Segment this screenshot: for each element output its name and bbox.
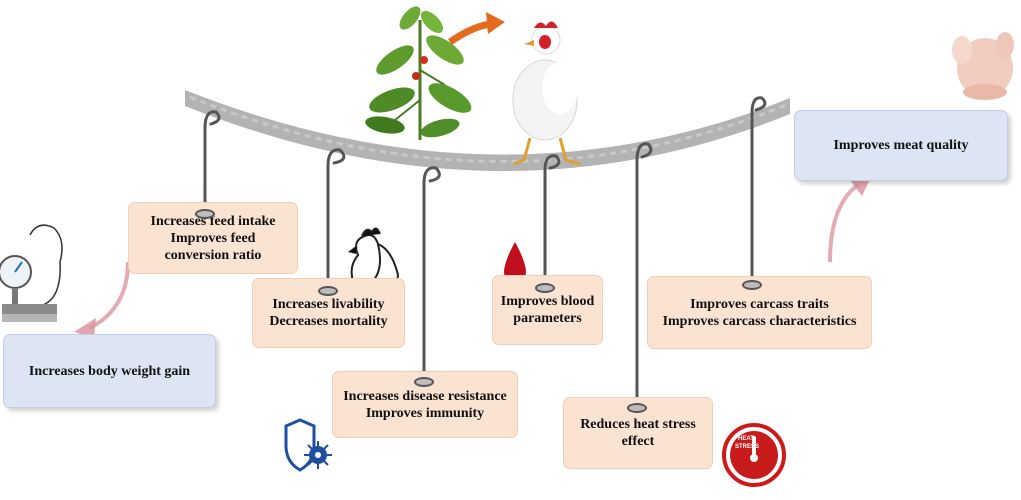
feed-line-2: Improves feed — [170, 230, 256, 246]
meat-line-1: Improves meat quality — [833, 138, 969, 153]
ring-heat — [627, 403, 647, 413]
chicken-icon — [512, 21, 581, 166]
raw-chicken-icon — [952, 32, 1014, 100]
plant-icon — [365, 6, 472, 140]
ring-disease — [414, 377, 434, 387]
ring-feed — [195, 209, 215, 219]
box-body-weight-gain: Increases body weight gain — [3, 334, 216, 408]
heat-text-2: STRESS — [735, 444, 759, 450]
hook-blood — [543, 154, 561, 287]
hook-feed — [203, 110, 221, 207]
disease-line-2: Improves immunity — [365, 405, 485, 421]
blood-line-2: parameters — [513, 311, 582, 326]
blood-line-1: Improves blood — [500, 294, 595, 309]
box-meat-quality: Improves meat quality — [794, 110, 1008, 181]
body-weight-line-1: Increases body weight gain — [28, 363, 191, 379]
box-blood-parameters: Improves blood parameters — [492, 275, 603, 345]
hook-disease — [422, 166, 441, 382]
carcass-line-2: Improves carcass characteristics — [662, 313, 857, 329]
feed-line-1: Increases feed intake — [150, 213, 276, 229]
arrow-to-body-weight — [89, 261, 130, 330]
curved-bar-texture — [189, 95, 787, 163]
arrow-to-meat — [828, 183, 860, 263]
ring-livability — [318, 286, 338, 296]
ring-carcass — [742, 280, 762, 290]
curved-bar — [185, 90, 790, 172]
heat-line-2: effect — [621, 434, 655, 449]
heat-line-1: Reduces heat stress — [580, 417, 696, 432]
shield-virus-icon — [284, 418, 332, 472]
orange-arrow-icon — [448, 12, 505, 45]
heat-stress-icon: HEAT STRESS — [722, 423, 786, 487]
carcass-line-1: Improves carcass traits — [690, 296, 829, 312]
hook-heat — [635, 142, 653, 400]
disease-line-1: Increases disease resistance — [343, 388, 507, 404]
scale-icon — [0, 224, 63, 322]
ring-blood — [535, 283, 555, 293]
feed-line-3: conversion ratio — [164, 247, 262, 263]
heat-text-1: HEAT — [738, 436, 754, 442]
livability-line-1: Increases livability — [272, 297, 385, 312]
hook-rods — [203, 96, 767, 400]
hook-livability — [326, 148, 346, 290]
hook-carcass — [750, 96, 767, 284]
blood-drop-icon — [504, 242, 526, 283]
livability-line-2: Decreases mortality — [269, 314, 388, 329]
arrowhead-body-weight — [74, 318, 96, 338]
